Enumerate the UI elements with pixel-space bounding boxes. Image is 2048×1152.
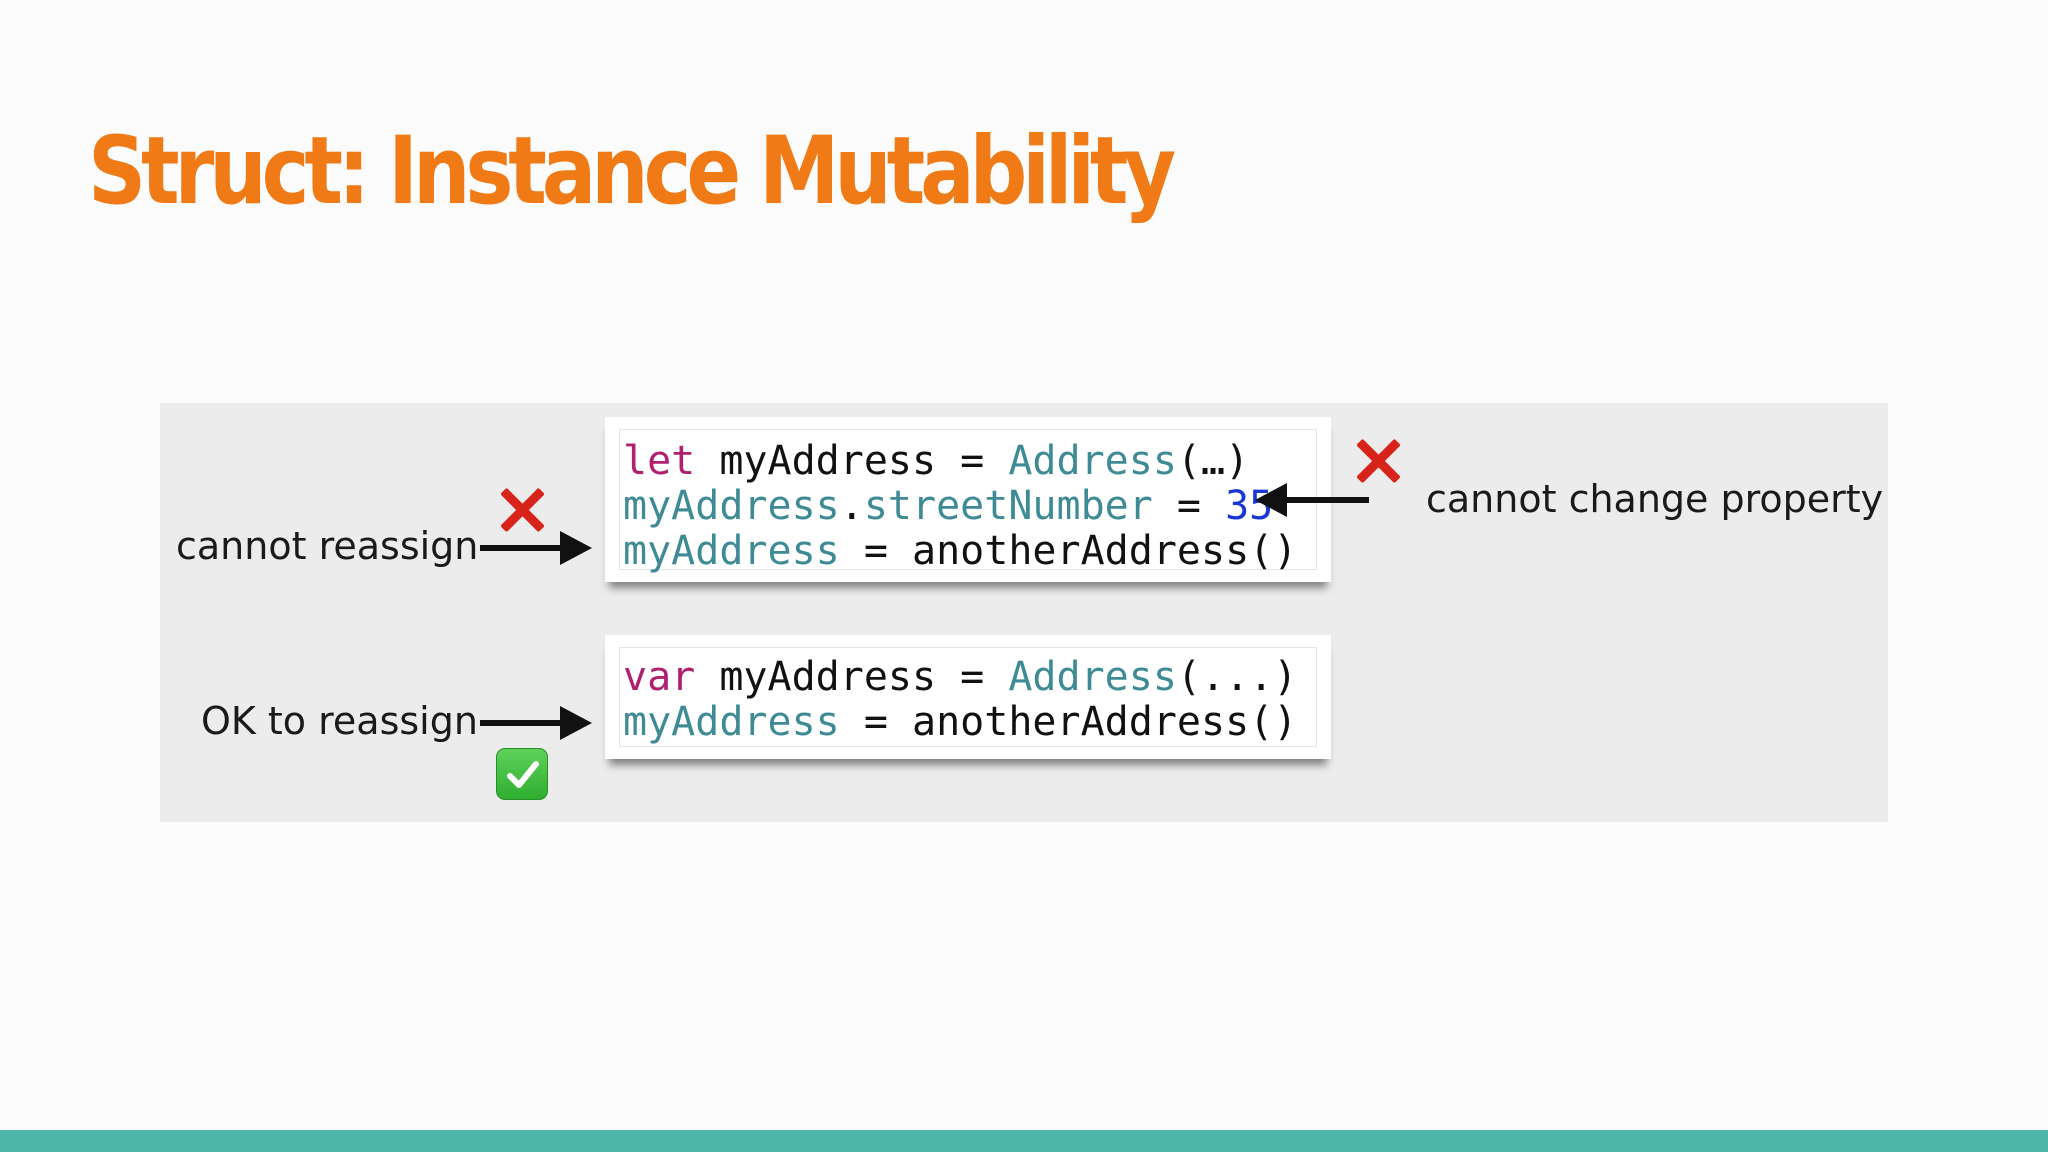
cross-mark-icon [497,485,547,535]
code-line-reassignment: myAddress = anotherAddress() [623,531,1297,571]
right-arrow-icon [480,531,592,565]
code-text: = anotherAddress() [839,528,1298,574]
code-line-let-declaration: let myAddress = Address(…) [623,441,1249,481]
identifier: myAddress [623,528,840,574]
keyword-let: let [623,438,696,484]
cannot-change-property-label: cannot change property [1426,477,1884,521]
let-code-block: let myAddress = Address(…) myAddress.str… [605,417,1331,582]
identifier: myAddress [623,699,840,745]
slide-title: Struct: Instance Mutability [88,117,1176,226]
code-line-var-declaration: var myAddress = Address(...) [623,657,1297,697]
right-arrow-icon [480,706,592,740]
cross-mark-icon [1353,436,1403,486]
code-text: (...) [1176,654,1298,700]
type-name: Address [1008,438,1177,484]
code-text: myAddress = [695,654,1009,700]
check-mark-icon [496,748,548,800]
code-text: (…) [1176,438,1250,484]
footer-accent-bar [0,1130,2048,1152]
property-name: streetNumber [863,483,1153,529]
code-text: . [839,483,864,529]
code-frame [619,647,1317,747]
code-line-property-assignment: myAddress.streetNumber = 35 [623,486,1273,526]
cannot-reassign-label: cannot reassign [176,524,479,568]
code-text: = [1152,483,1226,529]
code-illustration: let myAddress = Address(…) myAddress.str… [160,403,1888,822]
var-code-block: var myAddress = Address(...) myAddress =… [605,635,1331,759]
ok-to-reassign-label: OK to reassign [201,699,478,743]
type-name: Address [1008,654,1177,700]
code-text: = anotherAddress() [839,699,1298,745]
code-line-reassignment: myAddress = anotherAddress() [623,702,1297,742]
identifier: myAddress [623,483,840,529]
left-arrow-icon [1255,483,1369,517]
keyword-var: var [623,654,696,700]
code-text: myAddress = [695,438,1009,484]
